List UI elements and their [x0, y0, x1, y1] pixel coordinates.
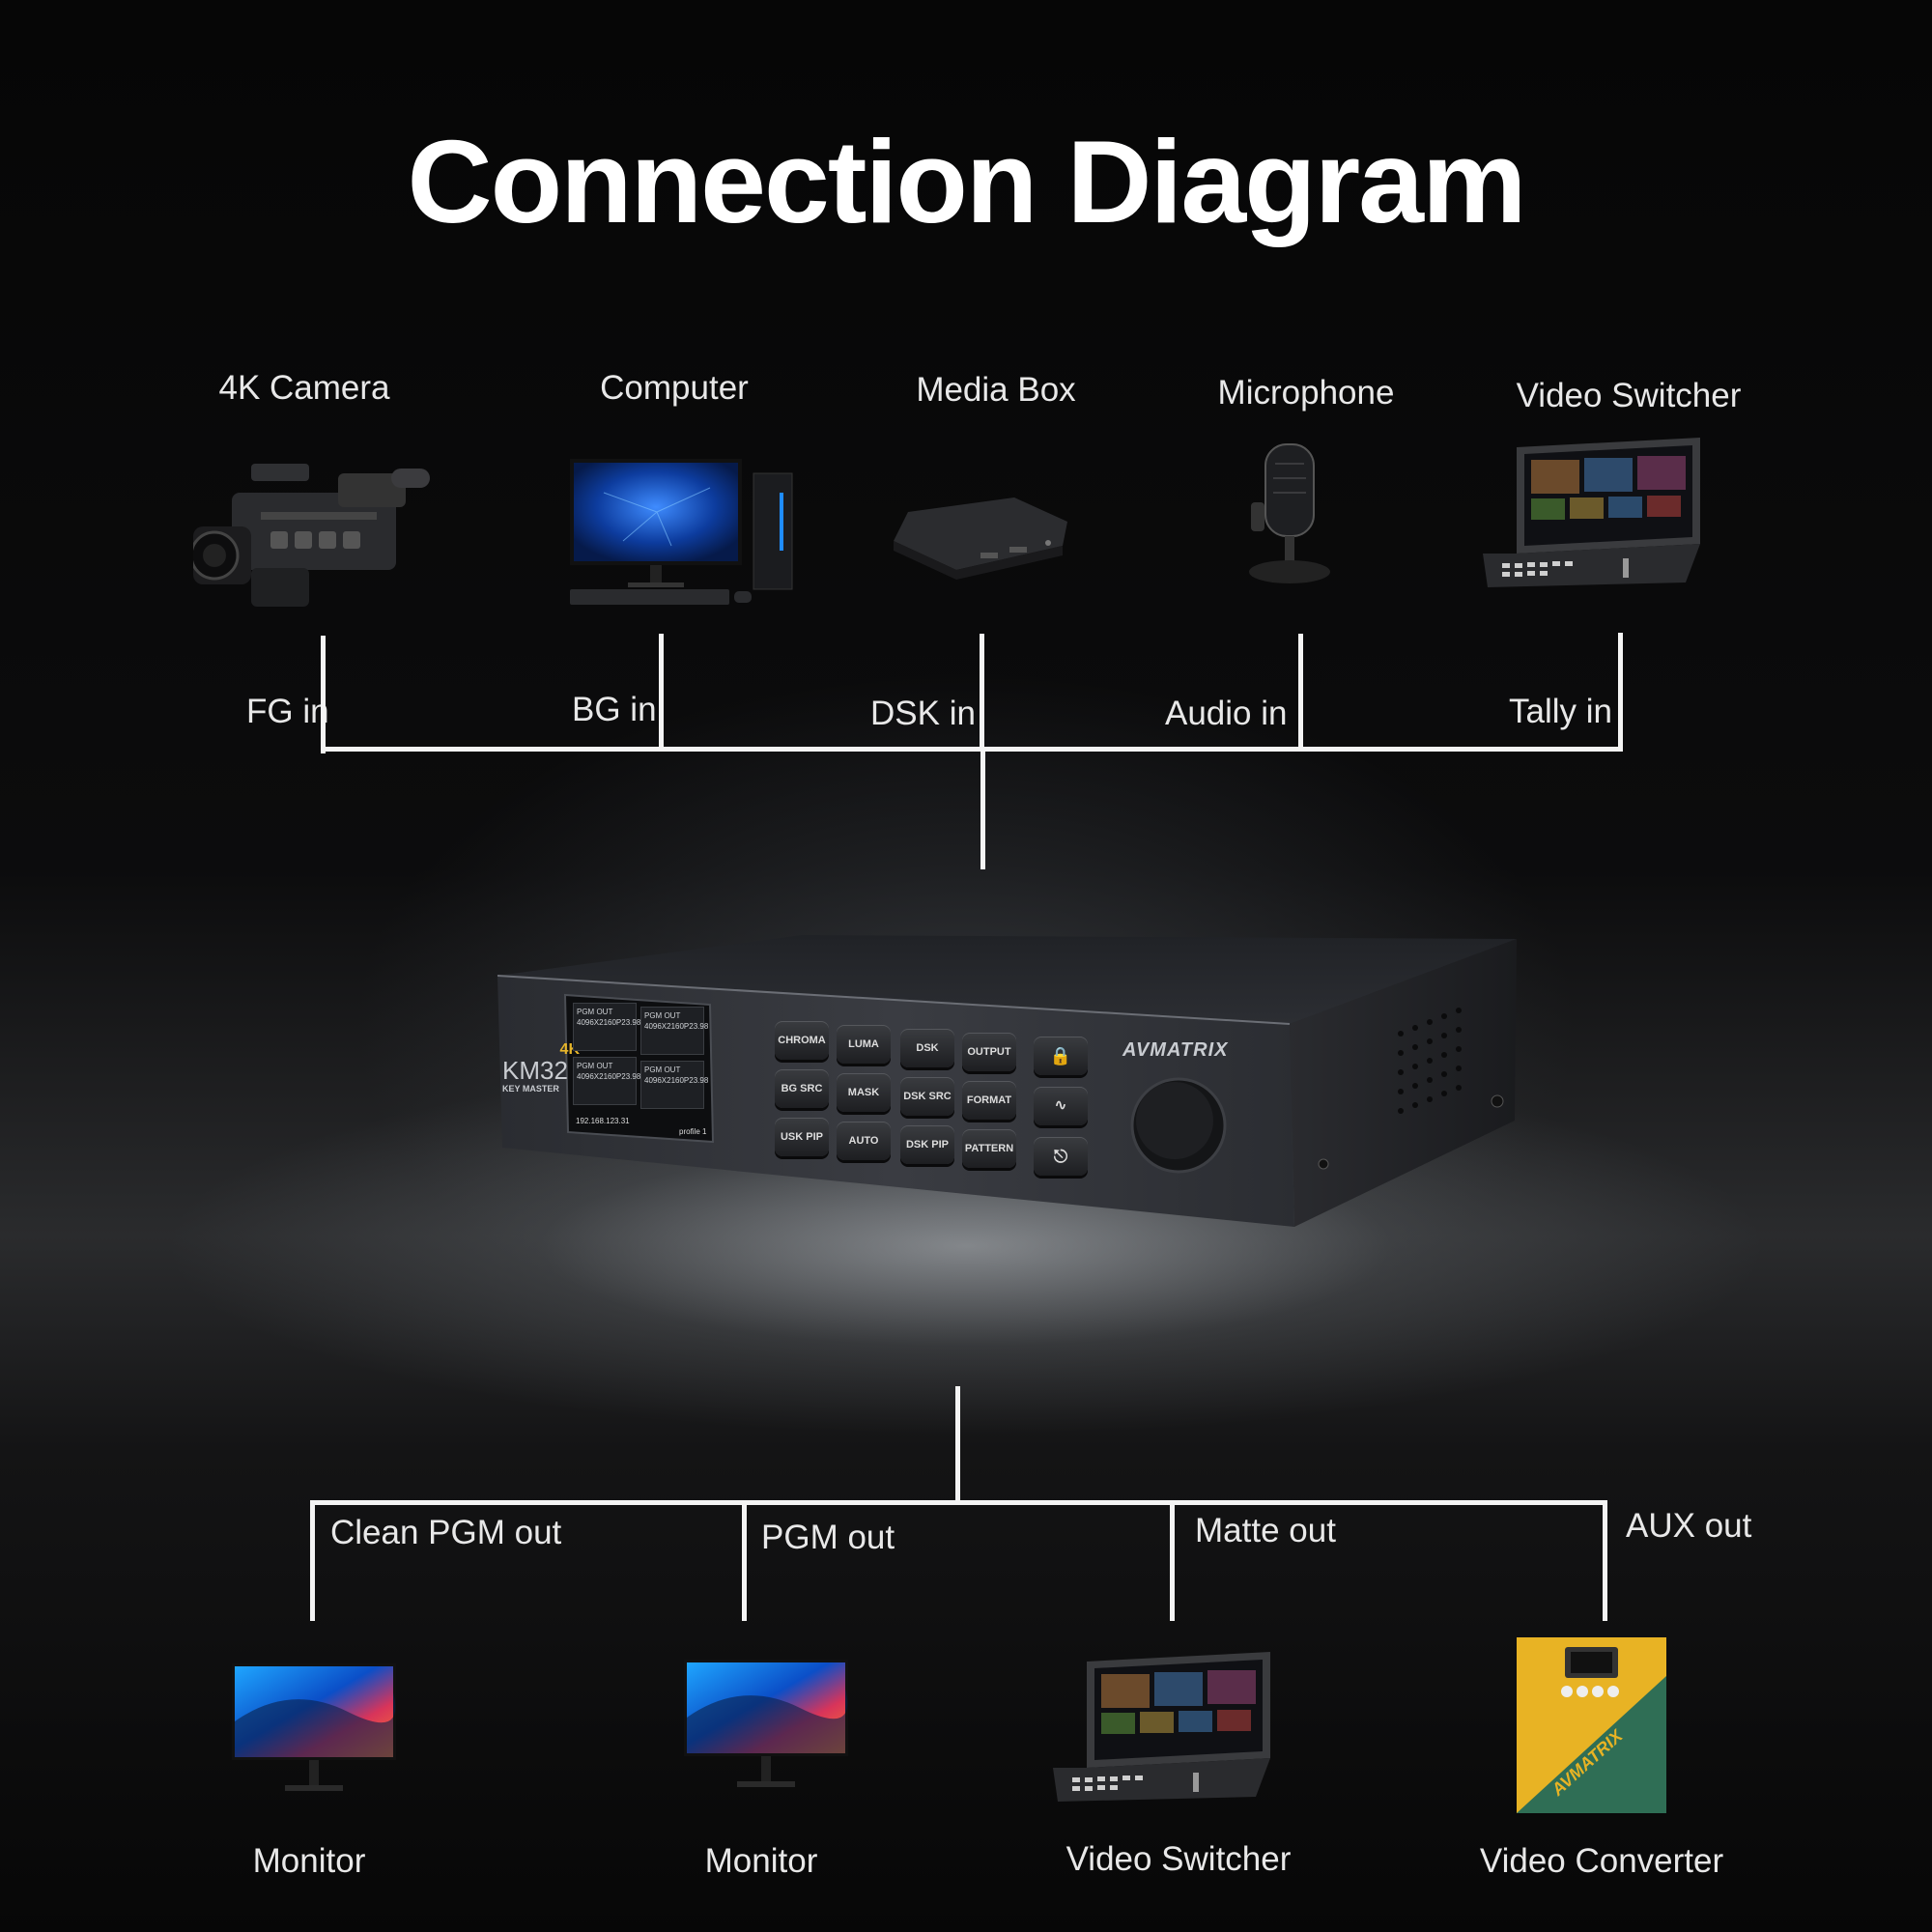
exit-icon: ⎋ [1053, 1147, 1068, 1166]
converter-body [1517, 1637, 1666, 1813]
audio-button[interactable]: ∿ [1034, 1087, 1088, 1125]
pattern-button[interactable]: PATTERN [962, 1129, 1016, 1168]
port-label-dsk-in: DSK in [870, 695, 976, 732]
monitor-icon [684, 1660, 848, 1787]
port-label-audio-in: Audio in [1165, 695, 1288, 732]
connector-bg-in [659, 634, 664, 752]
video-converter-icon: AVMATRIX [1517, 1637, 1666, 1813]
input-device-label-camera: 4K Camera [218, 369, 390, 407]
port-label-aux-out: AUX out [1626, 1507, 1752, 1545]
camcorder-icon [193, 464, 430, 607]
port-label-bg-in: BG in [572, 691, 657, 728]
input-device-label-media-box: Media Box [916, 371, 1076, 409]
connector-pgm-out [742, 1500, 747, 1621]
connector-audio-in [1298, 634, 1303, 752]
km32-model-name: KM32 [502, 1056, 568, 1085]
microphone-icon [1249, 443, 1330, 583]
connector-fg-in [321, 636, 326, 753]
mask-button[interactable]: MASK [837, 1073, 891, 1112]
output-device-label-monitor-1: Monitor [252, 1842, 366, 1880]
output-device-label-monitor-2: Monitor [704, 1842, 818, 1880]
auto-button[interactable]: AUTO [837, 1122, 891, 1160]
video-switcher-icon [1483, 438, 1700, 587]
connector-clean-pgm-out [310, 1500, 315, 1621]
screen-profile: profile 1 [679, 1127, 707, 1136]
connector-matte-out [1170, 1500, 1175, 1621]
input-trunk-line [980, 747, 985, 869]
input-device-label-microphone: Microphone [1217, 374, 1395, 412]
dsk-button[interactable]: DSK [900, 1029, 954, 1067]
media-box-icon [894, 497, 1067, 580]
port-label-matte-out: Matte out [1195, 1512, 1336, 1549]
output-trunk-line [955, 1386, 960, 1504]
connector-aux-out [1603, 1500, 1607, 1621]
connector-tally-in [1618, 633, 1623, 751]
usk-pip-button[interactable]: USK PIP [775, 1118, 829, 1156]
screen-ip-address: 192.168.123.31 [576, 1117, 630, 1125]
km32-model-subtitle: KEY MASTER [502, 1084, 559, 1094]
computer-icon [570, 459, 793, 605]
port-label-tally-in: Tally in [1509, 693, 1612, 730]
dsk-src-button[interactable]: DSK SRC [900, 1077, 954, 1116]
port-label-fg-in: FG in [246, 693, 329, 730]
dsk-pip-button[interactable]: DSK PIP [900, 1125, 954, 1164]
monitor-icon [232, 1663, 396, 1791]
exit-button[interactable]: ⎋ [1034, 1137, 1088, 1176]
output-device-label-switcher: Video Switcher [1065, 1840, 1292, 1878]
video-switcher-icon [1053, 1652, 1270, 1802]
waveform-icon: ∿ [1054, 1097, 1067, 1114]
port-label-clean-pgm-out: Clean PGM out [330, 1514, 562, 1551]
output-button[interactable]: OUTPUT [962, 1033, 1016, 1071]
port-label-pgm-out: PGM out [761, 1519, 895, 1556]
input-device-label-computer: Computer [600, 369, 749, 407]
format-button[interactable]: FORMAT [962, 1081, 1016, 1120]
page-title: Connection Diagram [407, 116, 1526, 247]
bg-src-button[interactable]: BG SRC [775, 1069, 829, 1108]
avmatrix-logo: AVMATRIX [1122, 1039, 1229, 1061]
output-bus-line [310, 1500, 1607, 1505]
chroma-button[interactable]: CHROMA [775, 1021, 829, 1060]
output-device-label-converter: Video Converter [1479, 1842, 1724, 1880]
input-device-label-switcher: Video Switcher [1516, 377, 1742, 414]
lock-icon: 🔒 [1049, 1046, 1072, 1065]
connector-dsk-in [980, 634, 984, 752]
luma-button[interactable]: LUMA [837, 1025, 891, 1064]
lock-button[interactable]: 🔒 [1034, 1037, 1088, 1075]
input-bus-line [321, 747, 1623, 752]
